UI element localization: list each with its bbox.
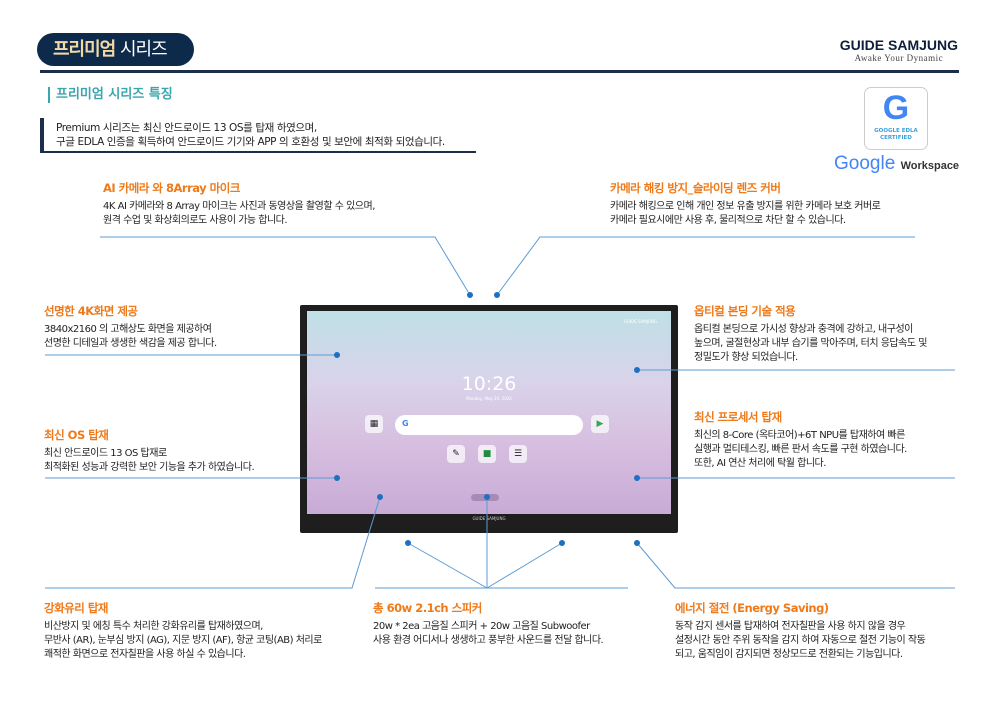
apps-folder-icon: ▦	[365, 415, 383, 433]
title-rest: 시리즈	[115, 39, 168, 60]
pen-app-icon: ✎	[447, 445, 465, 463]
feature-text: 쾌적한 화면으로 전자칠판을 사용 하실 수 있습니다.	[44, 649, 246, 660]
feature-text: 또한, AI 연산 처리에 탁월 합니다.	[694, 458, 826, 469]
screen-logo: GUIDE SAMJUNG	[623, 319, 657, 324]
feature-text: 카메라 해킹으로 인해 개인 정보 유출 방지를 위한 카메라 보호 커버로	[610, 201, 881, 212]
intro-text: Premium 시리즈는 최신 안드로이드 13 OS를 탑재 하였으며, 구글…	[40, 118, 476, 153]
brand-logo: GUIDE SAMJUNG Awake Your Dynamic	[840, 37, 958, 63]
dot-camera-cover	[494, 292, 500, 298]
google-workspace-logo: Google Workspace	[834, 153, 959, 175]
brand-name: GUIDE SAMJUNG	[839, 37, 958, 53]
feature-text: 사용 환경 어디서나 생생하고 풍부한 사운드를 전달 합니다.	[373, 635, 604, 646]
dot-processor	[634, 475, 640, 481]
dot-glass	[377, 494, 383, 500]
leader-camera-cover	[496, 236, 915, 296]
dot-optical	[634, 367, 640, 373]
feature-text: 최신의 8-Core (옥타코어)+6T NPU를 탑재하여 빠른	[694, 430, 905, 441]
feature-title: 선명한 4K화면 제공	[44, 304, 138, 318]
feature-text: 4K AI 카메라와 8 Array 마이크는 사진과 동영상을 촬영할 수 있…	[103, 201, 375, 212]
feature-text: 3840x2160 의 고해상도 화면을 제공하여	[44, 324, 212, 335]
feature-text: 비산방지 및 에칭 특수 처리한 강화유리를 탑재하였으며,	[44, 621, 263, 632]
google-search-icon: G	[402, 419, 409, 428]
dot-speaker-center	[484, 494, 490, 500]
feature-text: 되고, 움직임이 감지되면 정상모드로 전환되는 기능입니다.	[675, 649, 903, 660]
feature-optical-bonding: 옵티컬 본딩 기술 적용 옵티컬 본딩으로 가시성 향상과 충격에 강하고, 내…	[694, 303, 927, 365]
feature-speaker: 총 60w 2.1ch 스피커 20w * 2ea 고음질 스피커 + 20w …	[373, 600, 604, 648]
feature-title: AI 카메라 와 8Array 마이크	[103, 181, 240, 195]
feature-title: 강화유리 탑재	[44, 601, 108, 615]
feature-title: 에너지 절전 (Energy Saving)	[675, 601, 829, 615]
feature-ai-camera: AI 카메라 와 8Array 마이크 4K AI 카메라와 8 Array 마…	[103, 180, 375, 228]
google-g-icon: G	[882, 89, 910, 127]
screen-search-bar: G	[395, 415, 583, 435]
monitor-screen: GUIDE SAMJUNG 10:26 Monday, May 20, 2024…	[307, 311, 671, 514]
feature-title: 카메라 해킹 방지_슬라이딩 렌즈 커버	[610, 181, 781, 195]
badge-line: CERTIFIED	[880, 135, 912, 141]
feature-text: 선명한 디테일과 생생한 색감을 제공 합니다.	[44, 338, 217, 349]
screen-date: Monday, May 20, 2024	[466, 396, 512, 401]
feature-text: 설정시간 동안 주위 동작을 감지 하여 자동으로 절전 기능이 작동	[675, 635, 926, 646]
leader-energy	[636, 542, 955, 589]
feature-text: 20w * 2ea 고음질 스피커 + 20w 고음질 Subwoofer	[373, 621, 590, 632]
leader-speaker-right	[486, 542, 563, 589]
feature-title: 최신 OS 탑재	[44, 428, 109, 442]
brand-tagline: Awake Your Dynamic	[854, 53, 944, 63]
feature-text: 실행과 멀티테스킹, 빠른 판서 속도를 구현 하였습니다.	[694, 444, 907, 455]
bezel-brand: GUIDE SAMJUNG	[472, 516, 506, 521]
feature-title: 옵티컬 본딩 기술 적용	[694, 304, 796, 318]
series-title-pill: 프리미엄 시리즈	[37, 33, 194, 66]
intro-line: 구글 EDLA 인증을 획득하여 안드로이드 기기와 APP 의 호환성 및 보…	[56, 136, 445, 148]
feature-camera-cover: 카메라 해킹 방지_슬라이딩 렌즈 커버 카메라 해킹으로 인해 개인 정보 유…	[610, 180, 881, 228]
feature-text: 무반사 (AR), 눈부심 방지 (AG), 지문 방지 (AF), 항균 코팅…	[44, 635, 322, 646]
dot-4k	[334, 352, 340, 358]
dot-speaker-left	[405, 540, 411, 546]
badge-line: GOOGLE EDLA	[874, 128, 918, 134]
dot-ai-camera	[467, 292, 473, 298]
feature-text: 높으며, 굴절현상과 내부 습기를 막아주며, 터치 응답속도 및	[694, 338, 927, 349]
feature-glass: 강화유리 탑재 비산방지 및 에칭 특수 처리한 강화유리를 탑재하였으며, 무…	[44, 600, 322, 662]
feature-energy: 에너지 절전 (Energy Saving) 동작 감지 센서를 탑재하여 전자…	[675, 600, 926, 662]
feature-text: 최신 안드로이드 13 OS 탑재로	[44, 448, 167, 459]
title-bold: 프리미엄	[53, 39, 116, 60]
folder-app-icon: ■	[478, 445, 496, 463]
section-title: 프리미엄 시리즈 특징	[48, 87, 173, 103]
workspace-wordmark: Workspace	[900, 160, 960, 172]
intro-line: Premium 시리즈는 최신 안드로이드 13 OS를 탑재 하였으며,	[56, 122, 317, 134]
leader-speaker-left	[407, 542, 488, 589]
feature-text: 카메라 필요시에만 사용 후, 물리적으로 차단 할 수 있습니다.	[610, 215, 846, 226]
dot-energy	[634, 540, 640, 546]
feature-title: 총 60w 2.1ch 스피커	[373, 601, 482, 615]
dot-speaker-right	[559, 540, 565, 546]
leader-glass	[45, 496, 381, 589]
edla-badge: G GOOGLE EDLA CERTIFIED	[864, 87, 928, 150]
play-store-icon: ▶	[591, 415, 609, 433]
leader-ai-camera	[100, 236, 471, 296]
google-wordmark: Google	[834, 153, 896, 174]
feature-title: 최신 프로세서 탑재	[694, 410, 782, 424]
feature-4k: 선명한 4K화면 제공 3840x2160 의 고해상도 화면을 제공하여 선명…	[44, 303, 217, 351]
feature-os: 최신 OS 탑재 최신 안드로이드 13 OS 탑재로 최적화된 성능과 강력한…	[44, 427, 255, 475]
dot-os	[334, 475, 340, 481]
feature-text: 옵티컬 본딩으로 가시성 향상과 충격에 강하고, 내구성이	[694, 324, 913, 335]
feature-text: 동작 감지 센서를 탑재하여 전자칠판을 사용 하지 않을 경우	[675, 621, 906, 632]
feature-text: 원격 수업 및 화상회의로도 사용이 가능 합니다.	[103, 215, 288, 226]
screen-clock: 10:26	[461, 373, 517, 395]
menu-app-icon: ☰	[509, 445, 527, 463]
feature-processor: 최신 프로세서 탑재 최신의 8-Core (옥타코어)+6T NPU를 탑재하…	[694, 409, 907, 471]
feature-text: 정밀도가 향상 되었습니다.	[694, 352, 798, 363]
header-divider	[40, 70, 959, 73]
feature-text: 최적화된 성능과 강력한 보안 기능을 추가 하였습니다.	[44, 462, 255, 473]
